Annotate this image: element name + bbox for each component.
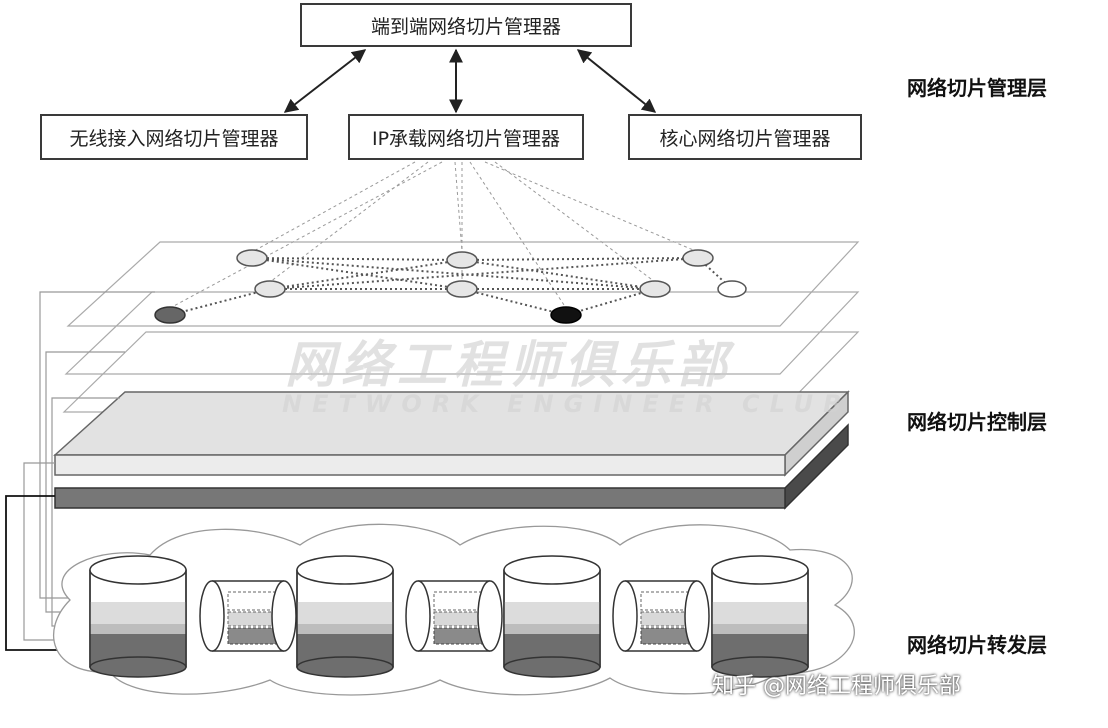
forwarding-layer-label: 网络切片转发层 — [907, 633, 1047, 657]
link-1 — [199, 580, 297, 652]
node-9 — [550, 306, 582, 324]
arrow-top-to-core — [576, 49, 657, 113]
node-7 — [717, 280, 747, 298]
core-network-slice-manager: 核心网络切片管理器 — [628, 114, 862, 160]
ip-manager-links — [169, 161, 699, 309]
topology-links — [169, 257, 733, 316]
router-4 — [711, 555, 809, 678]
control-layer-label: 网络切片控制层 — [907, 410, 1047, 434]
link-3 — [612, 580, 710, 652]
control-slab-dark — [54, 423, 849, 510]
wireless-access-slice-manager: 无线接入网络切片管理器 — [40, 114, 308, 160]
end-to-end-slice-manager: 端到端网络切片管理器 — [300, 3, 632, 47]
control-slab-light — [53, 390, 850, 477]
source-credit: 知乎 @网络工程师俱乐部 — [712, 674, 961, 699]
watermark-english: NETWORK ENGINEER CLUB — [282, 390, 852, 418]
node-6 — [639, 280, 671, 298]
node-2 — [446, 251, 478, 269]
node-4 — [254, 280, 286, 298]
link-2 — [405, 580, 503, 652]
watermark-chinese: 网络工程师俱乐部 — [285, 336, 733, 394]
node-3 — [682, 249, 714, 267]
router-1 — [89, 555, 187, 678]
node-1 — [236, 249, 268, 267]
node-5 — [446, 280, 478, 298]
router-3 — [503, 555, 601, 678]
router-2 — [296, 555, 394, 678]
arrow-top-to-wireless — [283, 49, 367, 113]
ip-bearer-slice-manager: IP承载网络切片管理器 — [348, 114, 584, 160]
management-layer-label: 网络切片管理层 — [907, 76, 1047, 100]
node-8 — [154, 306, 186, 324]
